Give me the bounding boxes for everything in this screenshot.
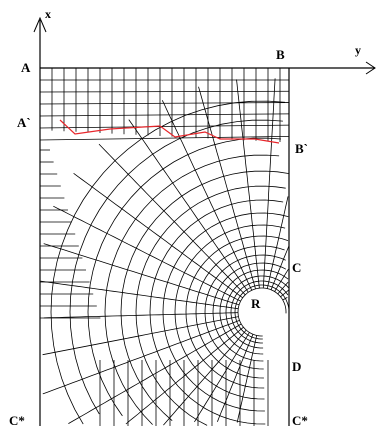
mesh-ring-line bbox=[219, 269, 289, 355]
mesh-ring-line bbox=[135, 185, 286, 426]
mesh-radial-line bbox=[42, 316, 239, 356]
mesh-radial-line bbox=[236, 335, 258, 423]
point-label-d: D bbox=[292, 359, 301, 374]
mesh-radial-line bbox=[73, 172, 243, 299]
point-label-a-prime: A` bbox=[17, 115, 31, 130]
mesh-ring-line bbox=[162, 212, 289, 412]
mesh-radial-line bbox=[98, 143, 246, 296]
point-label-b-prime: B` bbox=[295, 141, 308, 156]
point-label-c: C bbox=[292, 260, 301, 275]
mesh-ring-line bbox=[230, 280, 289, 344]
x-axis-arrow-icon bbox=[33, 16, 47, 33]
mesh-radial-line bbox=[198, 86, 256, 290]
mesh-ring-line bbox=[174, 224, 286, 400]
mesh-radial-line bbox=[194, 332, 250, 423]
mesh-radial-line bbox=[274, 268, 289, 292]
mesh-ring-line bbox=[204, 254, 286, 370]
mesh-ring-line bbox=[87, 137, 282, 417]
mesh-ring-line bbox=[185, 235, 289, 389]
mesh-ring-line bbox=[104, 154, 280, 425]
mesh-radial-line bbox=[163, 329, 247, 426]
y-axis-label: y bbox=[355, 43, 361, 57]
mesh-radial-line bbox=[266, 196, 289, 289]
mesh-row-line bbox=[39, 102, 290, 105]
mesh-radial-line bbox=[161, 100, 253, 291]
mesh-radial-line bbox=[277, 281, 289, 295]
finite-element-mesh bbox=[39, 68, 290, 426]
mesh-radial-line bbox=[40, 280, 239, 310]
x-axis-label: x bbox=[45, 7, 51, 21]
mesh-radial-line bbox=[42, 320, 240, 395]
mesh-radial-line bbox=[282, 297, 288, 301]
point-label-c-star-right: C* bbox=[292, 413, 308, 426]
mesh-radial-line bbox=[43, 243, 240, 306]
mesh-radial-line bbox=[217, 334, 254, 422]
mesh-radial-line bbox=[125, 326, 244, 425]
mesh-ring-line bbox=[225, 275, 289, 349]
mesh-radial-line bbox=[53, 205, 241, 302]
mesh-radial-line bbox=[280, 289, 289, 298]
mesh-radial-line bbox=[128, 119, 249, 293]
point-label-b: B bbox=[276, 47, 285, 62]
mesh-row-line bbox=[39, 124, 290, 129]
point-label-c-star-left: C* bbox=[9, 413, 25, 426]
point-label-a: A bbox=[21, 60, 31, 75]
point-label-r: R bbox=[251, 296, 261, 311]
crack-path-line bbox=[59, 119, 280, 144]
mesh-ring-line bbox=[120, 170, 289, 421]
mesh-ring-line bbox=[50, 100, 286, 425]
mesh-row-line bbox=[39, 136, 290, 141]
mesh-radial-line bbox=[68, 323, 242, 424]
mesh-ring-line bbox=[212, 262, 287, 362]
mesh-ring-line bbox=[69, 119, 283, 415]
mesh-ring-line bbox=[237, 287, 287, 337]
mesh-radial-line bbox=[270, 245, 290, 290]
mesh-row-line bbox=[39, 90, 290, 93]
y-axis-arrow-icon bbox=[365, 61, 376, 75]
mesh-radial-line bbox=[43, 312, 239, 319]
mesh-ring-line bbox=[149, 199, 284, 425]
mesh-radial-line bbox=[262, 78, 276, 289]
mesh-row-line bbox=[39, 113, 290, 117]
